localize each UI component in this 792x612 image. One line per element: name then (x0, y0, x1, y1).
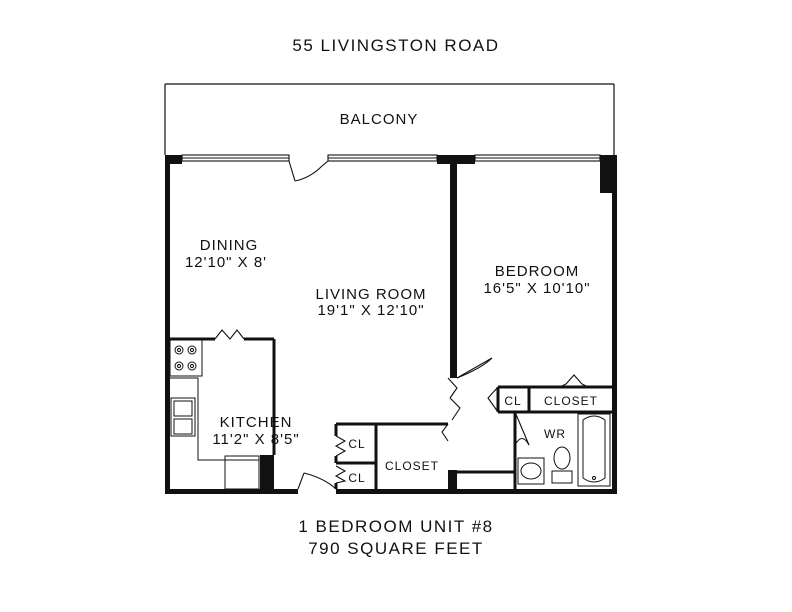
bedroom-door (447, 357, 499, 421)
bedroom-closet-label: CLOSET (544, 394, 598, 408)
balcony-door (288, 160, 329, 182)
wr-label: WR (544, 427, 566, 441)
hall-cl-top-label: CL (348, 437, 365, 451)
area-label: 790 SQUARE FEET (308, 539, 484, 558)
kitchen-bifold-door (214, 329, 245, 340)
bedroom-label: BEDROOM (495, 263, 580, 280)
address-title: 55 LIVINGSTON ROAD (292, 36, 500, 55)
balcony-label: BALCONY (340, 111, 419, 128)
living-room-size: 19'1" X 12'10" (317, 302, 424, 319)
bathtub-icon (577, 413, 611, 487)
bedroom-closet-door (559, 374, 589, 388)
windows (181, 154, 601, 162)
bath-door (514, 411, 530, 446)
hall-closet-doors (334, 423, 449, 484)
bath-sink-icon (517, 457, 545, 485)
exterior-walls (165, 155, 617, 494)
balcony (164, 83, 615, 155)
hall-closet-label: CLOSET (385, 459, 439, 473)
kitchen-walls (170, 337, 276, 455)
entry-door (297, 472, 337, 490)
kitchen-counter (169, 339, 260, 490)
living-room-label: LIVING ROOM (315, 286, 426, 303)
kitchen-size: 11'2" X 8'5" (212, 431, 299, 448)
hall-closets (334, 422, 448, 489)
unit-label: 1 BEDROOM UNIT #8 (298, 517, 494, 536)
toilet-icon (551, 446, 573, 484)
bedroom-cl-label: CL (504, 394, 521, 408)
kitchen-label: KITCHEN (220, 414, 293, 431)
hall-cl-bottom-label: CL (348, 471, 365, 485)
dining-label: DINING (200, 237, 259, 254)
bath-walls (457, 385, 612, 489)
dining-size: 12'10" X 8' (185, 254, 267, 271)
bedroom-size: 16'5" X 10'10" (483, 280, 590, 297)
